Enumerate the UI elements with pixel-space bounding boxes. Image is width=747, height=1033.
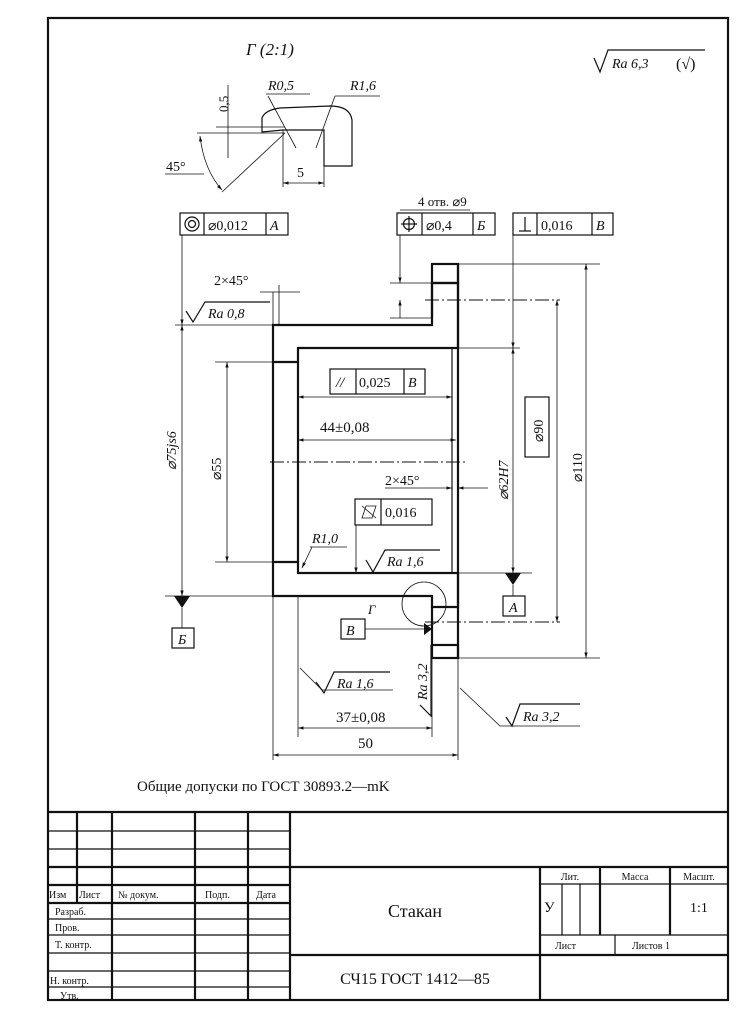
svg-text:Ra 1,6: Ra 1,6 [386,555,424,570]
bottom-dimensions: 37±0,08 50 Ra 1,6 Ra 3,2 Ra 3,2 [272,596,580,760]
svg-text:⌀90: ⌀90 [532,420,547,442]
svg-text:Ra 3,2: Ra 3,2 [522,710,560,725]
general-note: Общие допуски по ГОСТ 30893.2—mK [137,779,390,795]
svg-text:Листов 1: Листов 1 [632,941,670,952]
svg-text:Дата: Дата [256,890,276,901]
roughness-icon [505,703,580,728]
perpendicularity-frame: 0,016 В [511,212,614,348]
svg-text:Ra 0,8: Ra 0,8 [207,307,245,322]
svg-text:0,016: 0,016 [541,219,573,234]
sheet-frame [46,16,730,1002]
svg-text:Б: Б [177,633,186,648]
part-name: Стакан [388,901,442,921]
roughness-icon [185,301,270,324]
svg-text:A: A [269,219,279,234]
material: СЧ15 ГОСТ 1412—85 [340,971,490,988]
svg-text:R1,6: R1,6 [349,79,376,94]
svg-text:В: В [346,624,355,639]
detail-view: Г (2:1) 5 0,5 45° R0,5 R1,6 [165,40,380,193]
svg-text:2×45°: 2×45° [385,474,420,489]
svg-text:Т. контр.: Т. контр. [55,940,92,951]
svg-text:№ докум.: № докум. [118,890,159,901]
svg-text:Утв.: Утв. [60,991,79,1002]
svg-text:Н. контр.: Н. контр. [50,976,89,987]
svg-text:R0,5: R0,5 [267,79,294,94]
svg-text:Разраб.: Разраб. [55,907,86,918]
svg-text:Лит.: Лит. [561,872,579,883]
svg-text:44±0,08: 44±0,08 [320,420,369,436]
svg-text:Масса: Масса [622,872,649,883]
svg-text:45°: 45° [166,160,186,175]
svg-text:У: У [544,900,555,916]
datum-a [502,595,526,617]
svg-text://: // [335,375,346,391]
svg-text:⌀62H7: ⌀62H7 [497,459,512,500]
svg-text:В: В [596,219,605,234]
svg-text:1:1: 1:1 [690,901,708,916]
roughness-icon [365,549,440,574]
svg-text:0,5: 0,5 [216,96,231,112]
position-frame: 4 отв. ⌀9 ⌀0,4 Б [390,194,496,319]
svg-text:⌀0,012: ⌀0,012 [208,219,248,234]
svg-text:Б: Б [476,219,485,234]
svg-text:Пров.: Пров. [55,923,79,934]
svg-text:37±0,08: 37±0,08 [336,710,385,726]
svg-text:Г: Г [367,602,376,617]
svg-text:0,016: 0,016 [385,506,417,521]
flatness-icon [361,505,377,519]
general-roughness: Ra 6,3 (√) [593,49,705,74]
svg-text:⌀55: ⌀55 [210,458,225,480]
svg-text:⌀0,4: ⌀0,4 [426,219,452,234]
svg-text:Масшт.: Масшт. [683,872,715,883]
svg-text:Ra 6,3: Ra 6,3 [611,57,649,72]
svg-text:A: A [508,601,518,616]
concentricity-frame: ⌀0,012 A [179,212,289,325]
svg-text:4 отв. ⌀9: 4 отв. ⌀9 [418,194,467,209]
svg-text:Лист: Лист [79,890,101,901]
svg-text:Ra 1,6: Ra 1,6 [336,677,374,692]
svg-text:(√): (√) [676,56,695,73]
svg-text:0,025: 0,025 [359,376,391,391]
svg-text:Подп.: Подп. [205,890,230,901]
title-block: Изм Лист № докум. Подп. Дата Разраб. Про… [48,810,728,1002]
svg-text:Изм: Изм [49,890,67,901]
svg-text:50: 50 [358,736,373,752]
svg-text:5: 5 [297,166,304,181]
svg-text:⌀110: ⌀110 [571,453,586,482]
svg-text:R1,0: R1,0 [311,532,338,547]
left-dimensions: ⌀75js6 ⌀55 2×45° Ra 0,8 Б [165,274,300,649]
roughness-icon [419,645,432,718]
svg-text:⌀75js6: ⌀75js6 [165,431,180,470]
part-section: Г [270,262,560,660]
roughness-icon [593,49,705,74]
roughness-icon [315,671,390,695]
inner-dimensions: 0,025 // 0,025 В 44±0,08 2×45° 0,016 R1,… [298,368,488,574]
datum-b [171,627,195,649]
svg-text:В: В [408,376,417,391]
svg-text:2×45°: 2×45° [214,274,249,289]
detail-circle [401,581,447,627]
svg-text:Ra 3,2: Ra 3,2 [416,663,431,701]
right-dimensions: ⌀62H7 A ⌀90 ⌀110 В [340,263,600,659]
svg-text:Лист: Лист [555,941,577,952]
svg-text:Г (2:1): Г (2:1) [245,40,294,59]
